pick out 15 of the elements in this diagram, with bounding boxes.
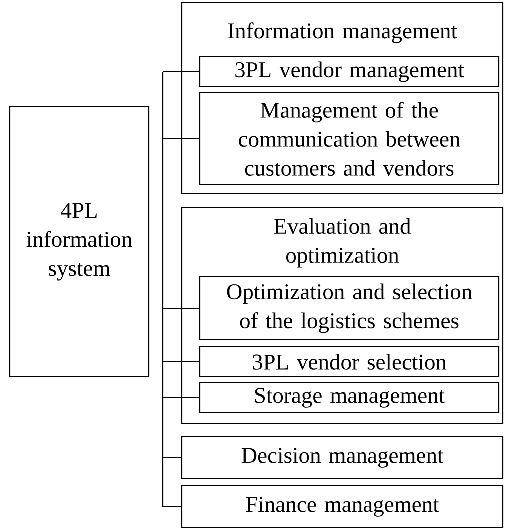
module-box: Optimization and selection of the logistics schemes bbox=[199, 276, 500, 341]
connector-line bbox=[162, 398, 182, 459]
module-box: Storage management bbox=[199, 382, 500, 414]
connector-line bbox=[162, 139, 200, 310]
connector-line bbox=[162, 72, 200, 140]
system-box: 4PL information system bbox=[9, 106, 150, 378]
module-box: Management of the communication between customers and vendors bbox=[199, 92, 500, 186]
connector-line bbox=[162, 458, 182, 508]
module-box: Decision management bbox=[181, 436, 504, 480]
module-box: Finance management bbox=[181, 485, 504, 529]
module-box: 3PL vendor management bbox=[199, 56, 500, 88]
connector-line bbox=[162, 308, 200, 363]
module-box: 3PL vendor selection bbox=[199, 346, 500, 378]
connector-line bbox=[162, 362, 200, 399]
connector-line bbox=[163, 71, 200, 73]
